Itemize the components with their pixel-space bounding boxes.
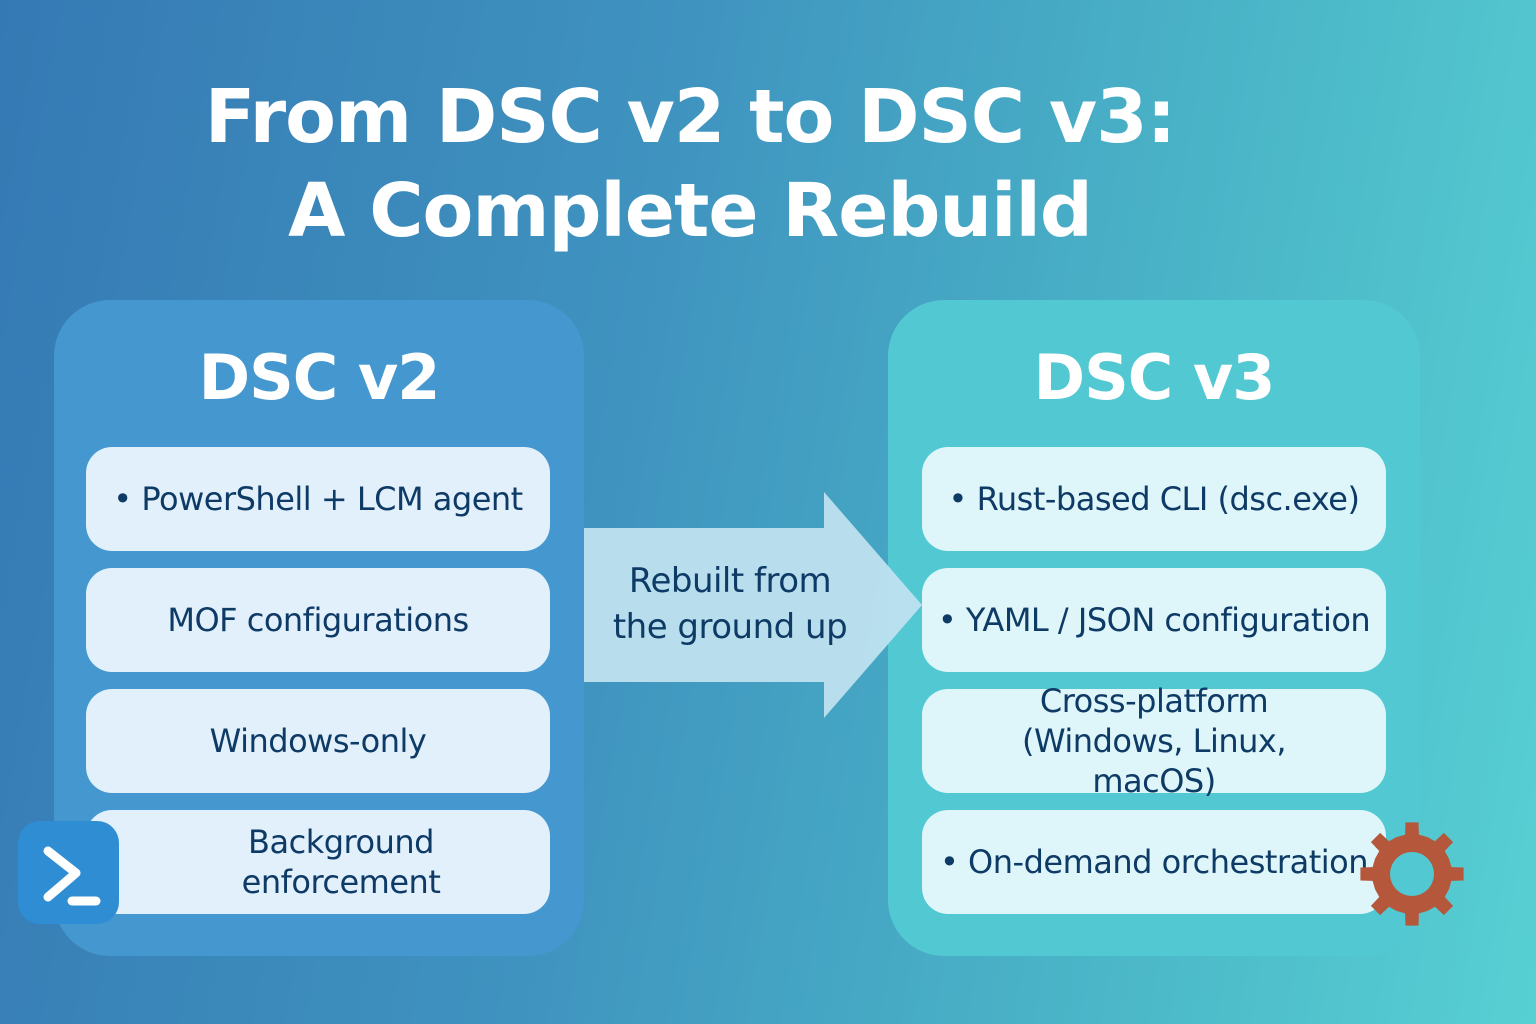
dsc-v2-panel: DSC v2 • PowerShell + LCM agent MOF conf… (54, 300, 584, 956)
dsc-v3-item: • On-demand orchestration (922, 810, 1386, 914)
dsc-v3-item: • Rust-based CLI (dsc.exe) (922, 447, 1386, 551)
dsc-v2-item: • PowerShell + LCM agent (86, 447, 550, 551)
gear-icon (1360, 822, 1464, 926)
dsc-v3-heading: DSC v3 (1033, 341, 1276, 414)
title-line-1: From DSC v2 to DSC v3: (204, 74, 1176, 160)
dsc-v2-item: Windows-only (86, 689, 550, 793)
arrow-label-line-2: the ground up (612, 607, 848, 647)
dsc-v3-item: Cross-platform (Windows, Linux, macOS) (922, 682, 1386, 800)
dsc-v3-item: • YAML / JSON configuration (922, 568, 1386, 672)
arrow-label-line-1: Rebuilt from (628, 561, 832, 601)
arrow-right-icon (584, 492, 922, 718)
arrow-label: Rebuilt from the ground up (584, 558, 876, 650)
dsc-v3-panel: DSC v3 • Rust-based CLI (dsc.exe) • YAML… (888, 300, 1420, 956)
dsc-v2-heading: DSC v2 (198, 341, 441, 414)
dsc-v2-item: MOF configurations (86, 568, 550, 672)
page-title: From DSC v2 to DSC v3: A Complete Rebuil… (0, 70, 1380, 258)
powershell-icon (18, 821, 119, 924)
title-line-2: A Complete Rebuild (288, 168, 1093, 254)
dsc-v2-item: Background enforcement (86, 810, 550, 914)
